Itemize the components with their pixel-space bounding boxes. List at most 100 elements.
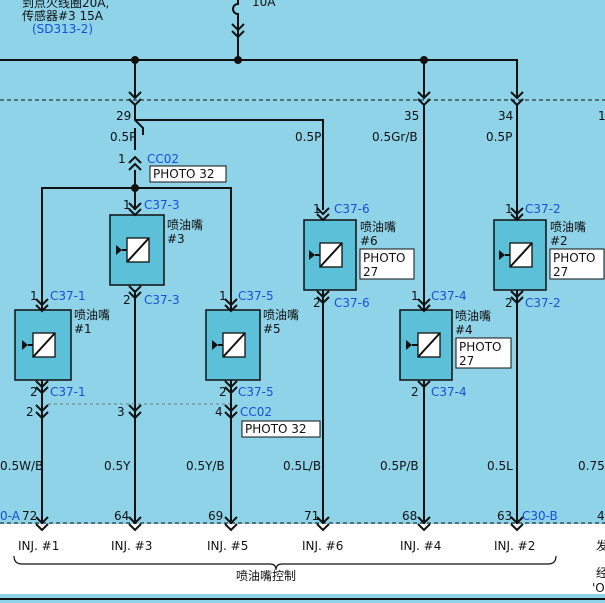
ecm-chevron (224, 516, 238, 532)
inj6-pin-in: 1 (313, 202, 321, 216)
inj2-pin-in: 1 (505, 202, 513, 216)
cc02-label: CC02 (147, 152, 179, 166)
top-pin: 35 (404, 109, 419, 123)
junction-dot (420, 56, 428, 64)
ecm-chevron (128, 516, 142, 532)
inj6-pin-out: 2 (313, 296, 321, 310)
ecm-right-connector: C30-B (522, 509, 558, 523)
inj4-photo-1: PHOTO (459, 340, 501, 354)
top-wire: 0.5P (486, 130, 512, 144)
inj1-pin-in: 1 (30, 289, 38, 303)
injector-2 (493, 207, 547, 305)
ecm-pin: 4 (597, 509, 605, 523)
inj6-name: 喷油嘴 (360, 220, 396, 234)
inj-label: INJ. #1 (18, 539, 59, 553)
ecm-pin: 64 (114, 509, 129, 523)
inj3-connector-bottom: C37-3 (144, 293, 180, 307)
ecm-pin: 63 (497, 509, 512, 523)
bottom-wire-label: 0.5W/B (0, 459, 43, 473)
top-wire: 0.5P (110, 130, 136, 144)
ecm-chevron (316, 516, 330, 532)
sky-band (0, 0, 605, 98)
inj4-num: #4 (455, 323, 473, 337)
inj2-photo-2: 27 (553, 265, 568, 279)
inj2-connector-top: C37-2 (525, 202, 561, 216)
center-wire-label: 0.5P (295, 130, 321, 144)
inj4-photo-2: 27 (459, 354, 474, 368)
inj1-connector-bottom: C37-1 (50, 385, 86, 399)
cc02-bottom-photo: PHOTO 32 (245, 422, 307, 436)
wire-29 (134, 105, 324, 210)
cc02-bottom-photo-box (241, 420, 321, 438)
fuse-ref: (SD313-2) (32, 22, 93, 36)
inj5-pin-in: 1 (219, 289, 227, 303)
cc02-bottom-pin: 4 (215, 405, 223, 419)
inj6-connector-top: C37-6 (334, 202, 370, 216)
ecm-pin: 69 (208, 509, 223, 523)
inj6-connector-bottom: C37-6 (334, 296, 370, 310)
ecm-block (0, 524, 605, 594)
inj6-photo-box (359, 248, 415, 280)
bottom-wire-label: 0.5L/B (283, 459, 321, 473)
inj2-pin-out: 2 (505, 296, 513, 310)
main-bus-wire (0, 59, 518, 98)
injector-1 (14, 298, 72, 395)
cc02-pin-top: 1 (118, 152, 126, 166)
bottom-wire-label: 0.5Y (104, 459, 131, 473)
inj-label: INJ. #4 (400, 539, 441, 553)
inj5-num: #5 (263, 322, 281, 336)
inj-label: INJ. #2 (494, 539, 535, 553)
ecm-left-connector: 0-A (0, 509, 21, 523)
inj1-pin-out: 2 (30, 385, 38, 399)
ecm-chevron (510, 516, 524, 532)
fuse-line-2: 传感器#3 15A (22, 8, 104, 23)
top-pin: 34 (498, 109, 513, 123)
cc02-photo: PHOTO 32 (153, 167, 215, 181)
inj5-pin-out: 2 (219, 385, 227, 399)
top-wire: 0.5Gr/B (372, 130, 418, 144)
inj1-connector-top: C37-1 (50, 289, 86, 303)
group-label: 喷油嘴控制 (236, 569, 296, 583)
junction-dot (131, 56, 139, 64)
injector-3 (109, 202, 165, 300)
cc02-chevron (35, 404, 49, 420)
cc02-chevron (128, 155, 142, 171)
inj3-num: #3 (167, 232, 185, 246)
inj4-connector-top: C37-4 (431, 289, 467, 303)
injector-4 (399, 298, 453, 389)
cc02-chevron (128, 404, 142, 420)
inj4-photo-box (455, 337, 512, 369)
inj2-photo-1: PHOTO (553, 251, 595, 265)
inj4-pin-in: 1 (411, 289, 419, 303)
inj2-photo-box (549, 248, 605, 280)
bottom-wire-label: 0.5Y/B (186, 459, 225, 473)
group-bracket (13, 555, 557, 571)
inj2-num: #2 (550, 234, 568, 248)
ecm-chevron (417, 516, 431, 532)
ecm-pin: 71 (304, 509, 319, 523)
ecm-pin: 68 (402, 509, 417, 523)
ecm-right-edge: 发 (596, 538, 605, 553)
bottom-wire-label: 0.75 (578, 459, 605, 473)
fuse-line-1: 到点火线圈20A, (22, 0, 109, 10)
inj4-connector-bottom: C37-4 (431, 385, 467, 399)
injector-6 (303, 207, 357, 305)
fuse-rating: 10A (252, 0, 276, 9)
inj5-connector-bottom: C37-5 (238, 385, 274, 399)
ecm-right-edge: 经 (596, 566, 605, 580)
inj5-connector-top: C37-5 (238, 289, 274, 303)
cc02-bottom-label: CC02 (240, 405, 272, 419)
inj6-photo-2: 27 (363, 265, 378, 279)
ecm-pin: 72 (22, 509, 37, 523)
inj6-photo-1: PHOTO (363, 251, 405, 265)
inj-label: INJ. #5 (207, 539, 248, 553)
cc02-bottom-pin: 3 (117, 405, 125, 419)
fuse-symbol (232, 0, 239, 20)
inj5-name: 喷油嘴 (263, 308, 299, 322)
cc02-photo-box (149, 165, 227, 183)
inj-label: INJ. #3 (111, 539, 152, 553)
inj3-pin-out: 2 (123, 293, 131, 307)
inj1-num: #1 (74, 322, 92, 336)
